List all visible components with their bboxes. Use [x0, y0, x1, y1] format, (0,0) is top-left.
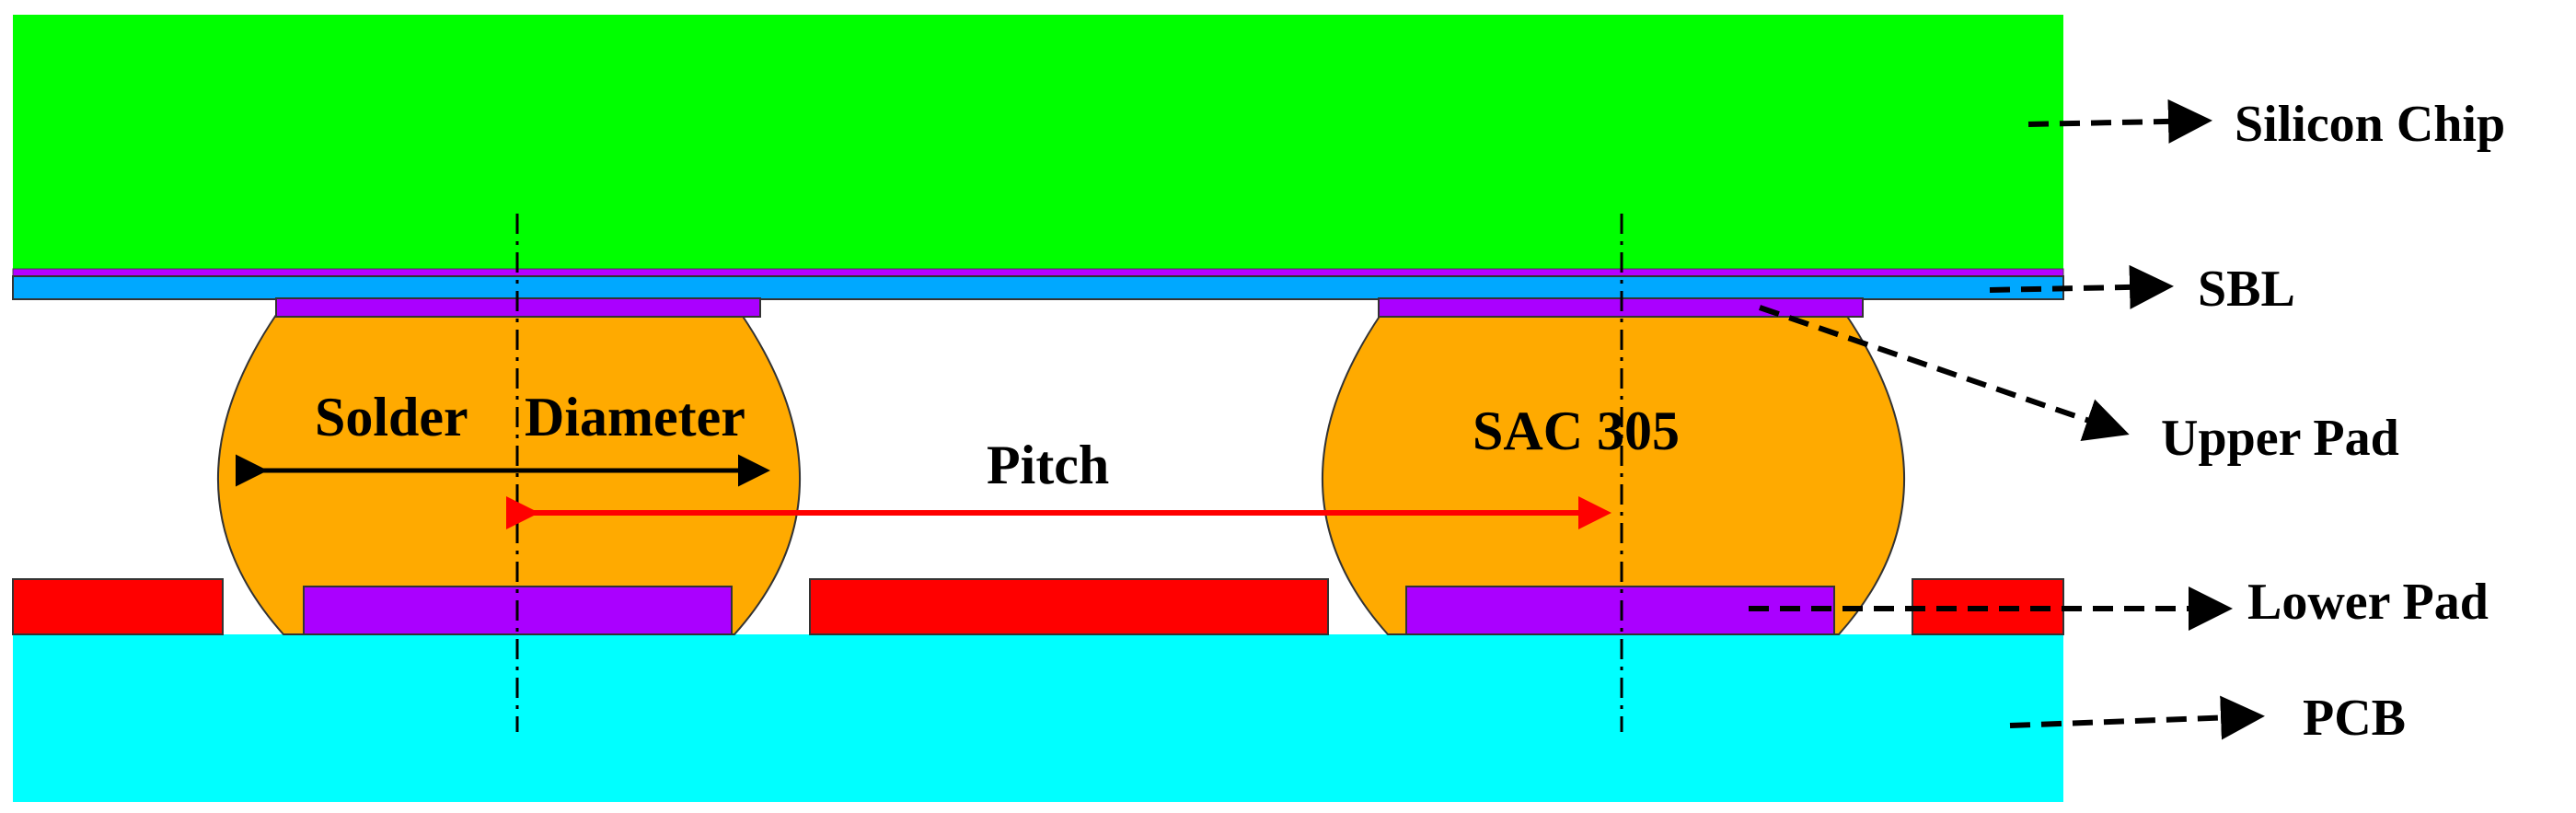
pcb-callout-arrow — [2009, 695, 2265, 740]
silicon-chip-label: Silicon Chip — [2235, 96, 2505, 153]
pitch-label: Pitch — [987, 435, 1109, 495]
sbl-label: SBL — [2198, 261, 2295, 318]
sbl-layer — [12, 275, 2064, 300]
silicon-chip-layer — [13, 15, 2063, 269]
upper-pad-label: Upper Pad — [2161, 410, 2399, 467]
upper-pad-callout-arrow — [1759, 305, 2130, 442]
sac305-label: SAC 305 — [1473, 401, 1680, 461]
chip-bottom-strip — [12, 268, 2064, 277]
solder-ball-right — [1321, 314, 1906, 635]
lower-pad-label: Lower Pad — [2247, 574, 2489, 631]
solder-mask-center — [809, 578, 1329, 635]
solder-mask-left — [12, 578, 224, 635]
solder-label: Solder — [315, 387, 468, 447]
pcb-layer — [13, 634, 2063, 802]
pcb-label: PCB — [2303, 690, 2406, 747]
diameter-label: Diameter — [525, 387, 745, 447]
